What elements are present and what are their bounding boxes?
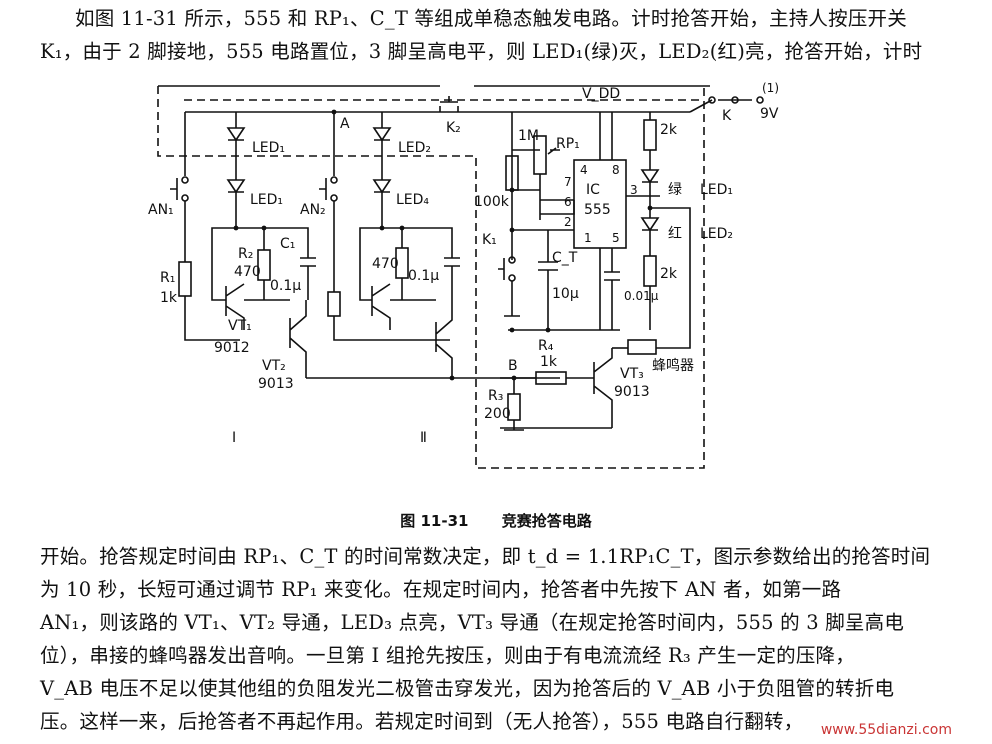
vt2-type: 9013 [258, 376, 294, 392]
k2-switch [439, 96, 459, 112]
c001-cap [599, 248, 620, 330]
an1-switch [170, 178, 178, 200]
led1-green [640, 169, 660, 184]
vt3-type: 9013 [614, 384, 650, 400]
text-line: 为 10 秒，长短可通过调节 RP₁ 来变化。在规定时间内，抢答者中先按下 AN… [40, 578, 842, 601]
r1-resistor [178, 261, 192, 297]
led2-red [640, 217, 660, 232]
pin7-label: 7 [564, 175, 572, 189]
an1-label: AN₁ [148, 202, 174, 218]
r-group2 [327, 291, 341, 317]
led1-diode [226, 127, 246, 142]
k1-switch [498, 258, 505, 280]
figure-caption: 图 11-31 竞赛抢答电路 [0, 510, 992, 531]
k2-label: K₂ [446, 120, 461, 136]
ct-value: 10μ [552, 286, 579, 302]
supply-label: 9V [760, 106, 779, 122]
r4-value: 1k [540, 354, 558, 370]
vt2-label: VT₂ [262, 358, 286, 374]
vt1-transistor [225, 283, 245, 330]
text-line: AN₁，则该路的 VT₁、VT₂ 导通，LED₃ 点亮，VT₃ 导通（在规定抢答… [40, 611, 905, 634]
text-line: 压。这样一来，后抢答者不再起作用。若规定时间到（无人抢答），555 电路自行翻转… [40, 710, 804, 733]
pin1-label: 1 [584, 231, 592, 245]
r1-label: R₁ [160, 270, 175, 286]
ct-cap [508, 230, 620, 331]
circuit-diagram: V_DD (1) 9V K A B LED₁ LED₁ LED₂ LED₄ LE… [148, 81, 779, 469]
vt1-type: 9012 [214, 340, 250, 356]
c001-value: 0.01μ [624, 289, 659, 303]
body-paragraph: 开始。抢答规定时间由 RP₁、C_T 的时间常数决定，即 t_d = 1.1RP… [40, 540, 970, 738]
c2-value: 0.1μ [408, 268, 439, 284]
vt2-transistor [289, 300, 307, 378]
led1b-diode [226, 179, 246, 194]
group2-label: Ⅱ [420, 430, 427, 446]
led1-label: LED₁ [252, 140, 285, 156]
intro-paragraph: 如图 11-31 所示，555 和 RP₁、C_T 等组成单稳态触发电路。计时抢… [40, 2, 970, 68]
c1-value: 0.1μ [270, 278, 301, 294]
r3-label: R₃ [488, 388, 503, 404]
green-label: 绿 [668, 182, 682, 198]
r3-value: 200 [484, 406, 511, 422]
ic-label: IC [586, 182, 600, 198]
r2-label: R₂ [238, 246, 253, 262]
pin5-label: 5 [612, 231, 620, 245]
pin3-label: 3 [630, 183, 638, 197]
r4-label: R₄ [538, 338, 554, 354]
node-b-label: B [508, 358, 518, 374]
ct-label: C_T [552, 250, 578, 266]
pin8-label: 8 [612, 163, 620, 177]
text-line: 开始。抢答规定时间由 RP₁、C_T 的时间常数决定，即 t_d = 1.1RP… [40, 545, 931, 568]
led2-label: LED₂ [398, 140, 431, 156]
figure-title: 竞赛抢答电路 [501, 512, 592, 530]
node-a-label: A [340, 116, 350, 132]
buzzer [627, 339, 657, 355]
buzzer-label: 蜂鸣器 [652, 357, 694, 374]
r1-value: 1k [160, 290, 178, 306]
supply-note: (1) [762, 81, 779, 95]
pin4-label: 4 [580, 163, 588, 177]
led4-label: LED₄ [396, 192, 429, 208]
text-line: 如图 11-31 所示，555 和 RP₁、C_T 等组成单稳态触发电路。计时抢… [75, 7, 907, 30]
r2k-top [643, 119, 657, 151]
pin2-label: 2 [564, 215, 572, 229]
transistor-g2a [371, 283, 391, 330]
c1-label: C₁ [280, 236, 295, 252]
r2k-bot [643, 255, 657, 287]
rp1-value: 1M [518, 128, 539, 144]
text-line: V_AB 电压不足以使其他组的负阻发光二极管击穿发光，因为抢答后的 V_AB 小… [40, 677, 895, 700]
k1-label: K₁ [482, 232, 497, 248]
r100k-value: 100k [474, 194, 510, 210]
figure-number: 图 11-31 [400, 512, 469, 530]
led2-right-label: LED₂ [700, 226, 733, 242]
vt3-label: VT₃ [620, 366, 644, 382]
text-line: 位），串接的蜂鸣器发出音响。一旦第 I 组抢先按压，则由于有电流流经 R₃ 产生… [40, 644, 855, 667]
led2-diode [372, 127, 392, 142]
r2k-bot-value: 2k [660, 266, 678, 282]
text-line: K₁，由于 2 脚接地，555 电路置位，3 脚呈高电平，则 LED₁(绿)灭，… [40, 40, 923, 63]
vt3-transistor [500, 348, 613, 429]
pin6-label: 6 [564, 195, 572, 209]
r2-value: 470 [234, 264, 261, 280]
an2-switch [319, 178, 327, 200]
switch-k-label: K [722, 108, 732, 124]
vt1-label: VT₁ [228, 318, 252, 334]
led4-diode [372, 179, 392, 194]
watermark: www.55dianzi.com [820, 722, 952, 738]
r2k-top-value: 2k [660, 122, 678, 138]
transistor-g2b [435, 300, 453, 378]
k-switch [689, 99, 752, 113]
rp1-label: RP₁ [556, 136, 580, 152]
c2-cap [382, 227, 460, 300]
led1b-label: LED₁ [250, 192, 283, 208]
an2-label: AN₂ [300, 202, 326, 218]
dashed-group-boundary [157, 86, 705, 469]
c1-cap [236, 227, 316, 300]
led1-right-label: LED₁ [700, 182, 733, 198]
ic-number: 555 [584, 202, 611, 218]
red-label: 红 [668, 226, 682, 242]
r470b-value: 470 [372, 256, 399, 272]
vdd-label: V_DD [582, 86, 620, 102]
group1-label: I [232, 430, 236, 446]
